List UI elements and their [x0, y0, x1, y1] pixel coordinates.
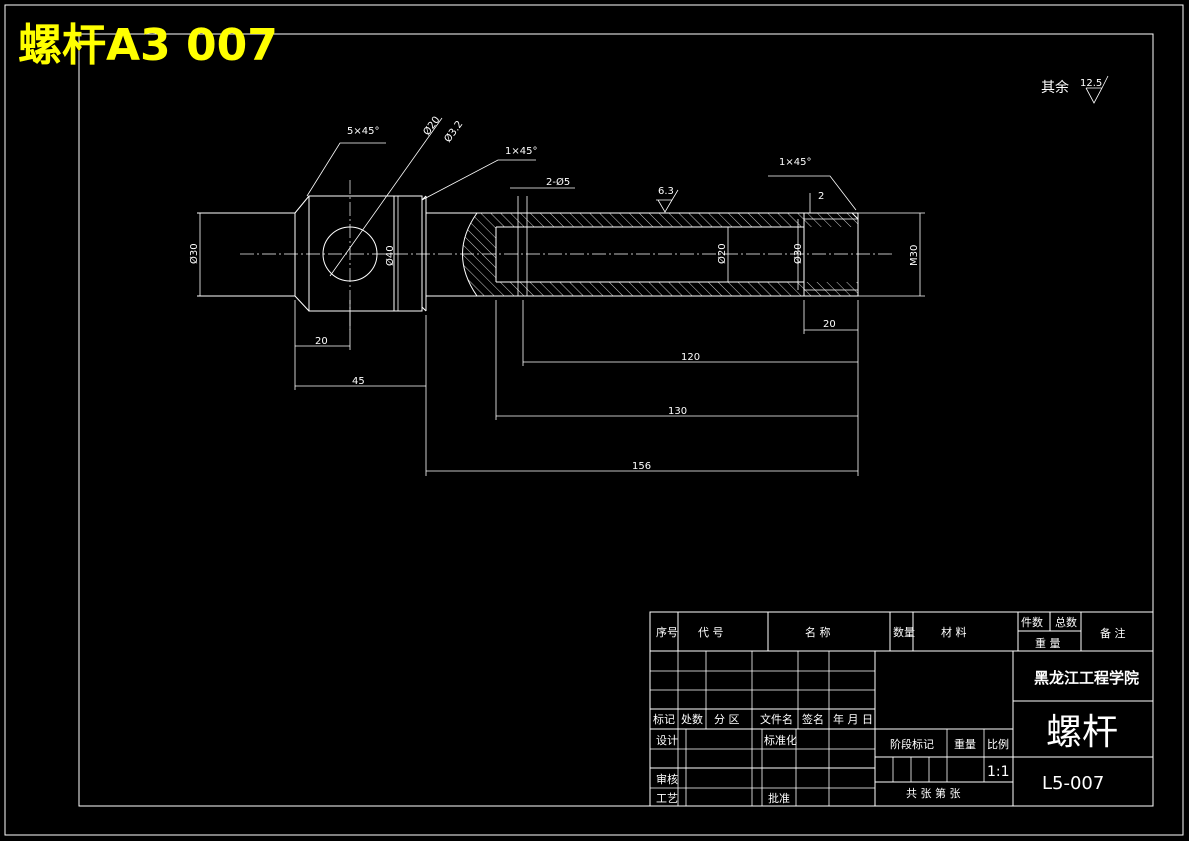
th-scale: 比例 — [987, 737, 1009, 751]
outer-border — [4, 4, 1184, 836]
inner-bore — [495, 226, 804, 283]
role-approve: 批准 — [768, 791, 790, 805]
roughness-symbol — [1085, 75, 1109, 104]
roughness-label: 其余 — [1041, 79, 1069, 96]
cross-hole — [322, 226, 378, 282]
dim-length-120: 120 — [681, 352, 700, 363]
dim-chamfer-shoulder: 1×45° — [505, 146, 537, 157]
head-block — [308, 195, 423, 312]
part-geometry — [197, 180, 895, 330]
drawing-number: L5-007 — [1042, 773, 1104, 794]
th-name: 名 称 — [805, 625, 831, 639]
scale-value: 1:1 — [987, 764, 1010, 780]
role-standard: 标准化 — [764, 733, 797, 747]
dim-length-45: 45 — [352, 376, 365, 387]
title-block: 序号 代 号 名 称 数量 材 料 件数 总数 重 量 备 注 标记 处数 分 … — [649, 611, 1154, 807]
inner-border — [78, 33, 1154, 807]
dim-dia-thread-root: Ø30 — [792, 243, 804, 264]
dim-length-20-left: 20 — [315, 336, 328, 347]
sheet-info: 共 张 第 张 — [906, 786, 961, 800]
th-file: 文件名 — [760, 712, 793, 726]
dim-length-130: 130 — [668, 406, 687, 417]
left-shaft — [197, 212, 296, 297]
th-count: 处数 — [681, 713, 703, 726]
roughness-value: 12.5 — [1080, 78, 1102, 89]
dim-length-20-right: 20 — [823, 319, 836, 330]
end-chamfer — [851, 212, 859, 220]
hatch-bottom-wall — [496, 282, 804, 296]
dim-dia-bore: Ø20 — [716, 243, 728, 264]
th-weight: 重 量 — [1035, 636, 1061, 650]
dim-slot-note: 2-Ø5 — [546, 176, 570, 188]
school-name: 黑龙江工程学院 — [1034, 669, 1139, 687]
dim-chamfer-end: 1×45° — [779, 157, 811, 168]
dim-hole-roughness: Ø3.2 — [442, 118, 466, 144]
dim-dia-head: Ø40 — [384, 245, 396, 266]
hatch-end-bottom — [804, 282, 858, 296]
part-name: 螺杆 — [1046, 712, 1118, 753]
th-seq: 序号 — [656, 625, 678, 639]
th-total: 总数 — [1055, 615, 1077, 629]
hatch-top-wall — [496, 213, 804, 227]
dim-surface-roughness: 6.3 — [658, 186, 674, 197]
th-material: 材 料 — [941, 625, 967, 639]
th-date: 年 月 日 — [833, 712, 873, 726]
role-design: 设计 — [656, 734, 678, 747]
role-process: 工艺 — [656, 792, 678, 805]
th-unit-count: 件数 — [1021, 616, 1043, 629]
general-roughness-note: 其余 12.5 — [1041, 75, 1109, 104]
th-qty: 数量 — [893, 626, 915, 639]
th-remarks: 备 注 — [1100, 626, 1126, 640]
hatch-end-top — [804, 213, 858, 227]
th-code: 代 号 — [698, 626, 724, 639]
th-sign: 签名 — [802, 712, 824, 726]
th-zone: 分 区 — [714, 713, 740, 726]
head-chamfer-right — [421, 195, 427, 312]
th-stage: 阶段标记 — [890, 737, 934, 751]
th-stage-weight: 重量 — [954, 737, 976, 751]
dim-dia-left-shaft: Ø30 — [188, 243, 200, 264]
th-mark: 标记 — [653, 712, 675, 726]
dim-chamfer-head: 5×45° — [347, 126, 379, 137]
dim-thread-m30: M30 — [909, 245, 920, 266]
hatch-break-region — [462, 213, 496, 296]
head-chamfer-left — [294, 195, 310, 312]
dim-length-2: 2 — [818, 191, 824, 202]
drawing-header-title: 螺杆A3 007 — [18, 20, 278, 71]
role-review: 审核 — [656, 772, 678, 786]
dim-length-156: 156 — [632, 461, 651, 472]
dim-hole-dia: Ø20 — [421, 114, 443, 138]
